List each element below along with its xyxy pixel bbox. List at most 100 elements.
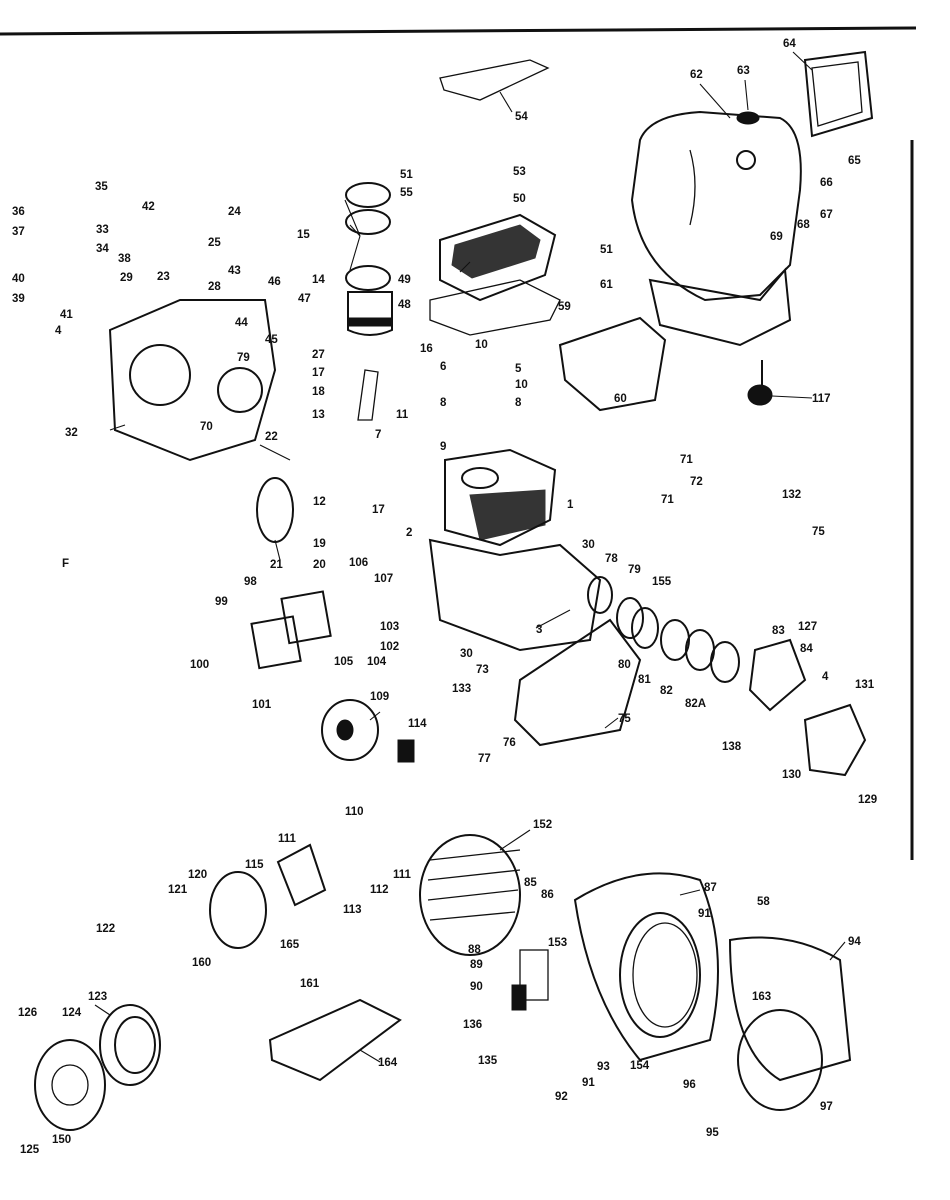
callout-label: 85 (524, 877, 537, 889)
callout-label: 91 (698, 908, 711, 920)
callout-label: 115 (245, 859, 264, 871)
callout-label: 54 (515, 111, 528, 123)
callout-label: 135 (478, 1055, 498, 1067)
callout-label: 18 (312, 386, 325, 398)
callout-label: 100 (190, 659, 209, 671)
callout-label: 15 (297, 229, 310, 241)
leader-lines (94, 51, 846, 1063)
callout-label: 29 (120, 272, 133, 284)
callout-label: 117 (812, 393, 831, 405)
callout-label: 34 (96, 243, 109, 255)
callout-label: 71 (680, 454, 693, 466)
callout-label: 120 (188, 869, 207, 881)
callout-label: 94 (848, 936, 861, 948)
part-drawings (34, 50, 874, 1131)
callout-label: 47 (298, 293, 311, 305)
callout-label: 111 (278, 833, 297, 845)
callout-label: 107 (374, 573, 393, 585)
callout-label: 44 (235, 317, 248, 329)
callout-label: 79 (628, 564, 641, 576)
callout-label: 19 (313, 538, 326, 550)
callout-label: 12 (313, 496, 326, 508)
callout-label: 111 (393, 869, 412, 881)
callout-label: 113 (343, 904, 362, 916)
callout-label: 73 (476, 664, 489, 676)
callout-label: 86 (541, 889, 554, 901)
callout-label: 90 (470, 981, 483, 993)
callout-label: 101 (252, 699, 272, 711)
callout-label: 127 (798, 621, 817, 633)
callout-label: 45 (265, 334, 278, 346)
callout-label: 79 (237, 352, 250, 364)
callout-label: 126 (18, 1007, 37, 1019)
callout-label: 64 (783, 38, 796, 50)
callout-label: 40 (12, 273, 25, 285)
callout-label: 11 (396, 409, 409, 421)
callout-label: 32 (65, 427, 78, 439)
callout-label: 41 (60, 309, 73, 321)
callout-label: 33 (96, 224, 109, 236)
callout-label: 25 (208, 237, 221, 249)
callout-label: 93 (597, 1061, 610, 1073)
callout-label: 83 (772, 625, 785, 637)
callout-label: 55 (400, 187, 413, 199)
callout-label: 4 (822, 671, 829, 683)
callout-label: 75 (618, 713, 631, 725)
callout-label: 71 (661, 494, 674, 506)
callout-label: 5 (515, 363, 522, 375)
callout-label: 102 (380, 641, 399, 653)
callout-label: 89 (470, 959, 483, 971)
callout-label: 36 (12, 206, 25, 218)
callout-label: 61 (600, 279, 613, 291)
callout-label: 68 (797, 219, 810, 231)
callout-label: 20 (313, 559, 326, 571)
callout-label: 14 (312, 274, 325, 286)
callout-label: 10 (515, 379, 528, 391)
callout-label: 59 (558, 301, 571, 313)
callout-label: 112 (370, 884, 389, 896)
callout-label: 2 (406, 527, 412, 539)
callout-label: 77 (478, 753, 491, 765)
callout-label: 70 (200, 421, 213, 433)
callout-label: 24 (228, 206, 241, 218)
callout-label: 136 (463, 1019, 482, 1031)
callout-label: 8 (515, 397, 522, 409)
callout-label: 95 (706, 1127, 719, 1139)
callout-label: 165 (280, 939, 300, 951)
callout-label: 3 (536, 624, 542, 636)
callout-label: 97 (820, 1101, 833, 1113)
callout-label: 62 (690, 69, 703, 81)
callout-label: 66 (820, 177, 833, 189)
callout-label: 1 (567, 499, 574, 511)
callout-label: 92 (555, 1091, 568, 1103)
callout-label: 67 (820, 209, 833, 221)
callout-label: 82 (660, 685, 673, 697)
callout-label: 129 (858, 794, 877, 806)
callout-label: 163 (752, 991, 771, 1003)
callout-label: 72 (690, 476, 703, 488)
callout-label: 6 (440, 361, 446, 373)
callout-label: 91 (582, 1077, 595, 1089)
callout-label: 51 (600, 244, 613, 256)
callout-label: 58 (757, 896, 770, 908)
callout-label: 17 (372, 504, 385, 516)
callout-label: 152 (533, 819, 552, 831)
callout-label: 155 (652, 576, 672, 588)
callout-label: 131 (855, 679, 875, 691)
callout-label: 51 (400, 169, 413, 181)
callout-label: 53 (513, 166, 526, 178)
callout-label: 30 (582, 539, 595, 551)
callout-label: 114 (408, 718, 427, 730)
callout-label: 103 (380, 621, 399, 633)
callout-label: 8 (440, 397, 447, 409)
callout-label: 13 (312, 409, 325, 421)
callout-label: F (62, 558, 69, 570)
callout-label: 80 (618, 659, 631, 671)
callout-label: 7 (375, 429, 381, 441)
callout-label: 110 (345, 806, 364, 818)
callout-label: 28 (208, 281, 221, 293)
callout-label: 50 (513, 193, 526, 205)
callout-label: 49 (398, 274, 411, 286)
callout-label: 164 (378, 1057, 398, 1069)
